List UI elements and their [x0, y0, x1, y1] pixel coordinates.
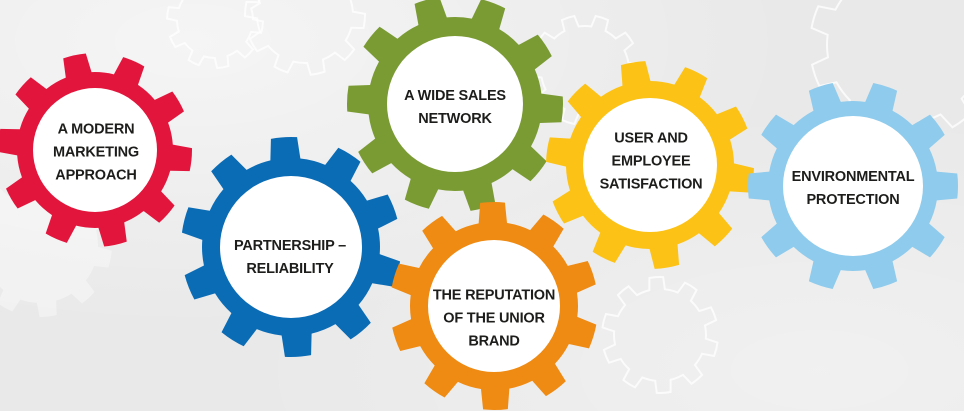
background-gear: [810, 0, 964, 141]
gear-satisfaction: [546, 61, 754, 269]
gear-reputation: [391, 202, 597, 410]
label-line: NETWORK: [418, 111, 492, 127]
label-line: SATISFACTION: [599, 176, 703, 193]
background-gear: [244, 0, 366, 76]
label-environment: ENVIRONMENTAL PROTECTION: [792, 166, 915, 212]
label-line: PARTNERSHIP –: [233, 238, 347, 254]
label-line: RELIABILITY: [246, 261, 334, 277]
label-partnership: PARTNERSHIP – RELIABILITY: [234, 235, 346, 281]
label-line: THE REPUTATION: [432, 287, 556, 304]
gear-modern-marketing-center: [33, 88, 157, 212]
label-sales-network: A WIDE SALES NETWORK: [404, 85, 506, 131]
label-modern-marketing: A MODERN MARKETING APPROACH: [53, 119, 139, 188]
label-satisfaction: USER AND EMPLOYEE SATISFACTION: [600, 128, 703, 197]
label-line: PROTECTION: [806, 192, 900, 208]
label-line: A MODERN: [57, 121, 135, 138]
label-line: APPROACH: [55, 167, 137, 184]
gear-environment-center: [783, 116, 923, 256]
label-line: USER AND: [614, 130, 688, 147]
label-line: MARKETING: [52, 144, 140, 161]
label-line: EMPLOYEE: [611, 153, 691, 170]
gear-environment: [748, 82, 958, 290]
label-reputation: THE REPUTATION OF THE UNIOR BRAND: [432, 285, 556, 354]
label-line: OF THE UNIOR: [443, 310, 545, 327]
gear-partnership-center: [220, 176, 362, 318]
gear-reputation-center: [428, 240, 560, 372]
background-gear: [601, 276, 719, 394]
gear-partnership: [181, 137, 401, 357]
label-line: BRAND: [468, 333, 520, 350]
label-line: A WIDE SALES: [404, 88, 506, 104]
background-gear: [165, 0, 265, 69]
gear-sales-network-center: [387, 36, 523, 172]
label-line: ENVIRONMENTAL: [791, 169, 915, 185]
gear-satisfaction-center: [583, 98, 717, 232]
gear-sales-network: [347, 0, 563, 211]
gear-modern-marketing: [0, 53, 192, 247]
